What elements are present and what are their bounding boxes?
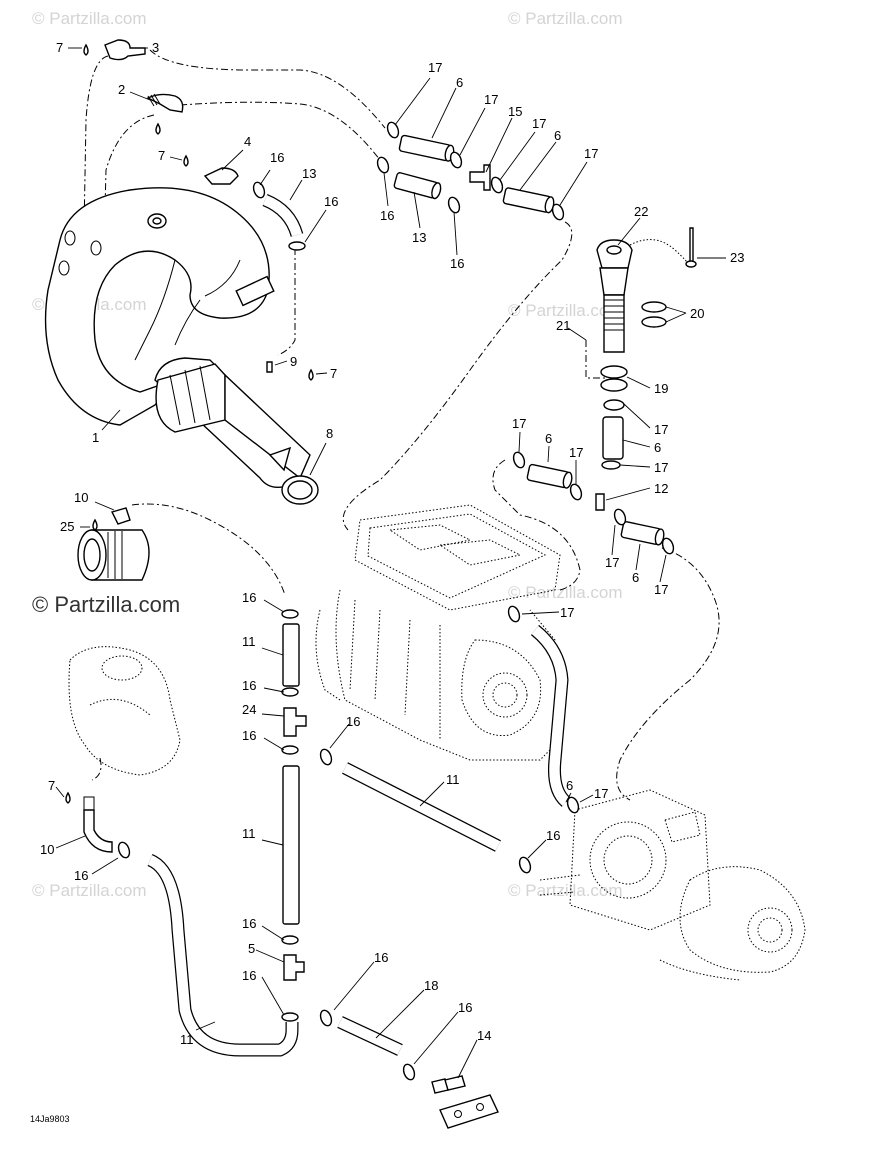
callout-3: 3 bbox=[152, 40, 159, 55]
callout-6: 6 bbox=[554, 128, 561, 143]
callout-13: 13 bbox=[412, 230, 426, 245]
callout-16: 16 bbox=[242, 916, 256, 931]
diagram-code: 14Ja9803 bbox=[30, 1114, 70, 1124]
water-routing-lines bbox=[83, 49, 720, 801]
callout-14: 14 bbox=[477, 1028, 491, 1043]
callout-21: 21 bbox=[556, 318, 570, 333]
callout-7: 7 bbox=[48, 778, 55, 793]
watermark: © Partzilla.com bbox=[508, 301, 623, 320]
callout-16: 16 bbox=[374, 950, 388, 965]
callout-labels: 7 3 2 7 4 16 13 16 17 6 17 15 17 6 17 16… bbox=[40, 40, 744, 1047]
callout-12: 12 bbox=[654, 481, 668, 496]
callout-17: 17 bbox=[654, 582, 668, 597]
callout-1: 1 bbox=[92, 430, 99, 445]
callout-16: 16 bbox=[450, 256, 464, 271]
callout-17: 17 bbox=[654, 422, 668, 437]
callout-4: 4 bbox=[244, 134, 251, 149]
callout-7: 7 bbox=[56, 40, 63, 55]
callout-17: 17 bbox=[605, 555, 619, 570]
callout-15: 15 bbox=[508, 104, 522, 119]
callout-17: 17 bbox=[512, 416, 526, 431]
callout-20: 20 bbox=[690, 306, 704, 321]
callout-7: 7 bbox=[330, 366, 337, 381]
callout-16: 16 bbox=[458, 1000, 472, 1015]
callout-7: 7 bbox=[158, 148, 165, 163]
callout-6: 6 bbox=[456, 75, 463, 90]
hose-stack-left bbox=[83, 507, 532, 1129]
callout-16: 16 bbox=[346, 714, 360, 729]
callout-17: 17 bbox=[594, 786, 608, 801]
callout-11: 11 bbox=[180, 1032, 194, 1047]
callout-6: 6 bbox=[632, 570, 639, 585]
watermark: © Partzilla.com bbox=[508, 881, 623, 900]
callout-11: 11 bbox=[242, 634, 256, 649]
callout-17: 17 bbox=[569, 445, 583, 460]
callout-25: 25 bbox=[60, 519, 74, 534]
callout-17: 17 bbox=[560, 605, 574, 620]
fill-assembly bbox=[596, 227, 697, 470]
callout-11: 11 bbox=[242, 826, 256, 841]
callout-24: 24 bbox=[242, 702, 256, 717]
callout-5: 5 bbox=[248, 941, 255, 956]
watermark: © Partzilla.com bbox=[508, 583, 623, 602]
sealant-drops bbox=[65, 43, 314, 804]
callout-16: 16 bbox=[74, 868, 88, 883]
callout-8: 8 bbox=[326, 426, 333, 441]
silencer-cylinder bbox=[77, 529, 150, 581]
callout-16: 16 bbox=[242, 968, 256, 983]
callout-16: 16 bbox=[324, 194, 338, 209]
hose-cluster-mid bbox=[507, 451, 675, 814]
callout-17: 17 bbox=[428, 60, 442, 75]
callout-17: 17 bbox=[532, 116, 546, 131]
callout-18: 18 bbox=[424, 978, 438, 993]
tuned-pipe bbox=[44, 187, 319, 505]
callout-17: 17 bbox=[654, 460, 668, 475]
callout-9: 9 bbox=[290, 354, 297, 369]
callout-10: 10 bbox=[40, 842, 54, 857]
callout-11: 11 bbox=[446, 772, 460, 787]
engine-block bbox=[315, 504, 561, 761]
callout-16: 16 bbox=[242, 678, 256, 693]
callout-10: 10 bbox=[74, 490, 88, 505]
callout-13: 13 bbox=[302, 166, 316, 181]
callout-17: 17 bbox=[484, 92, 498, 107]
callout-16: 16 bbox=[380, 208, 394, 223]
callout-22: 22 bbox=[634, 204, 648, 219]
jet-pump bbox=[539, 789, 806, 981]
callout-17: 17 bbox=[584, 146, 598, 161]
callout-19: 19 bbox=[654, 381, 668, 396]
callout-16: 16 bbox=[546, 828, 560, 843]
callout-23: 23 bbox=[730, 250, 744, 265]
callout-2: 2 bbox=[118, 82, 125, 97]
leader-lines bbox=[55, 47, 726, 1079]
callout-16: 16 bbox=[270, 150, 284, 165]
callout-6: 6 bbox=[566, 778, 573, 793]
pto-housing bbox=[68, 646, 181, 776]
watermark: © Partzilla.com bbox=[32, 9, 147, 28]
watermarks: © Partzilla.com © Partzilla.com © Partzi… bbox=[32, 9, 623, 900]
callout-6: 6 bbox=[545, 431, 552, 446]
top-fittings bbox=[104, 39, 239, 185]
watermark: © Partzilla.com bbox=[508, 9, 623, 28]
watermark-main: © Partzilla.com bbox=[32, 592, 180, 617]
watermark: © Partzilla.com bbox=[32, 881, 147, 900]
callout-6: 6 bbox=[654, 440, 661, 455]
callout-16: 16 bbox=[242, 590, 256, 605]
callout-16: 16 bbox=[242, 728, 256, 743]
